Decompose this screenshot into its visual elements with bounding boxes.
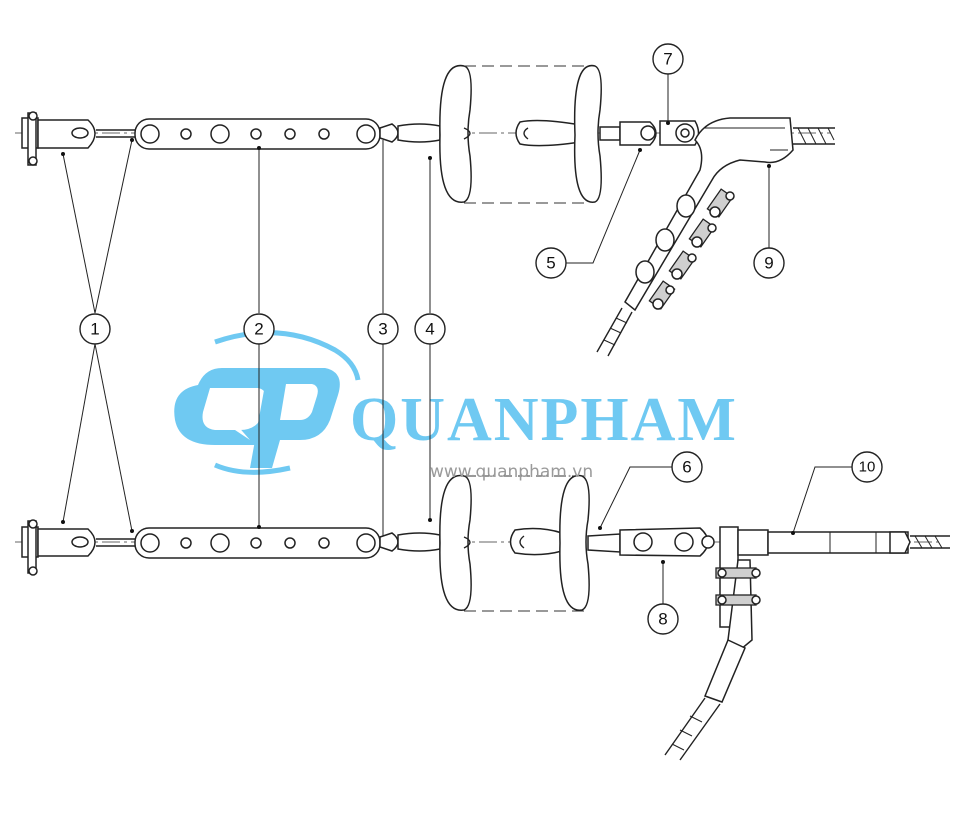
svg-text:7: 7 [663, 50, 672, 69]
quanpham-watermark: QUANPHAM www.quanpham.vn [174, 330, 738, 482]
bottom-yoke-plate [619, 527, 715, 557]
watermark-url: www.quanpham.vn [430, 462, 593, 482]
top-tension-clamp [624, 117, 794, 312]
watermark-brand-name: QUANPHAM [350, 386, 738, 454]
top-socket-clevis [619, 120, 700, 146]
svg-text:2: 2 [254, 320, 263, 339]
svg-text:1: 1 [90, 320, 99, 339]
top-clevis [21, 111, 138, 166]
top-clamp-bolts [648, 188, 735, 310]
svg-text:9: 9 [764, 254, 773, 273]
bottom-insulator-disc-left [397, 474, 472, 611]
top-insulator-disc-right [515, 64, 621, 203]
svg-text:10: 10 [859, 459, 876, 476]
top-conductor [596, 127, 835, 357]
callout-10: 10 [851, 451, 883, 483]
callout-2: 2 [243, 313, 275, 345]
bottom-conductor [664, 535, 950, 761]
svg-text:4: 4 [425, 320, 434, 339]
callout-7: 7 [652, 43, 684, 75]
bottom-clevis [21, 519, 138, 576]
qp-logo-icon [174, 330, 361, 475]
top-insulator-disc-left [397, 64, 472, 203]
callout-5: 5 [535, 247, 567, 279]
bottom-adjustable-link [134, 527, 381, 559]
svg-text:8: 8 [658, 610, 667, 629]
callout-9: 9 [753, 247, 785, 279]
callout-6: 6 [671, 451, 703, 483]
bottom-insulator-disc-right [509, 474, 621, 611]
callout-1: 1 [79, 313, 111, 345]
bottom-assembly [15, 474, 950, 761]
callout-8: 8 [647, 603, 679, 635]
leader-lines [61, 74, 852, 604]
svg-text:6: 6 [682, 458, 691, 477]
bottom-dead-end-clamp [704, 526, 911, 703]
top-ball-eye [379, 123, 399, 143]
callout-3: 3 [367, 313, 399, 345]
top-adjustable-link [134, 118, 381, 150]
top-assembly [15, 64, 835, 357]
svg-text:5: 5 [546, 254, 555, 273]
svg-text:3: 3 [378, 320, 387, 339]
callout-4: 4 [414, 313, 446, 345]
